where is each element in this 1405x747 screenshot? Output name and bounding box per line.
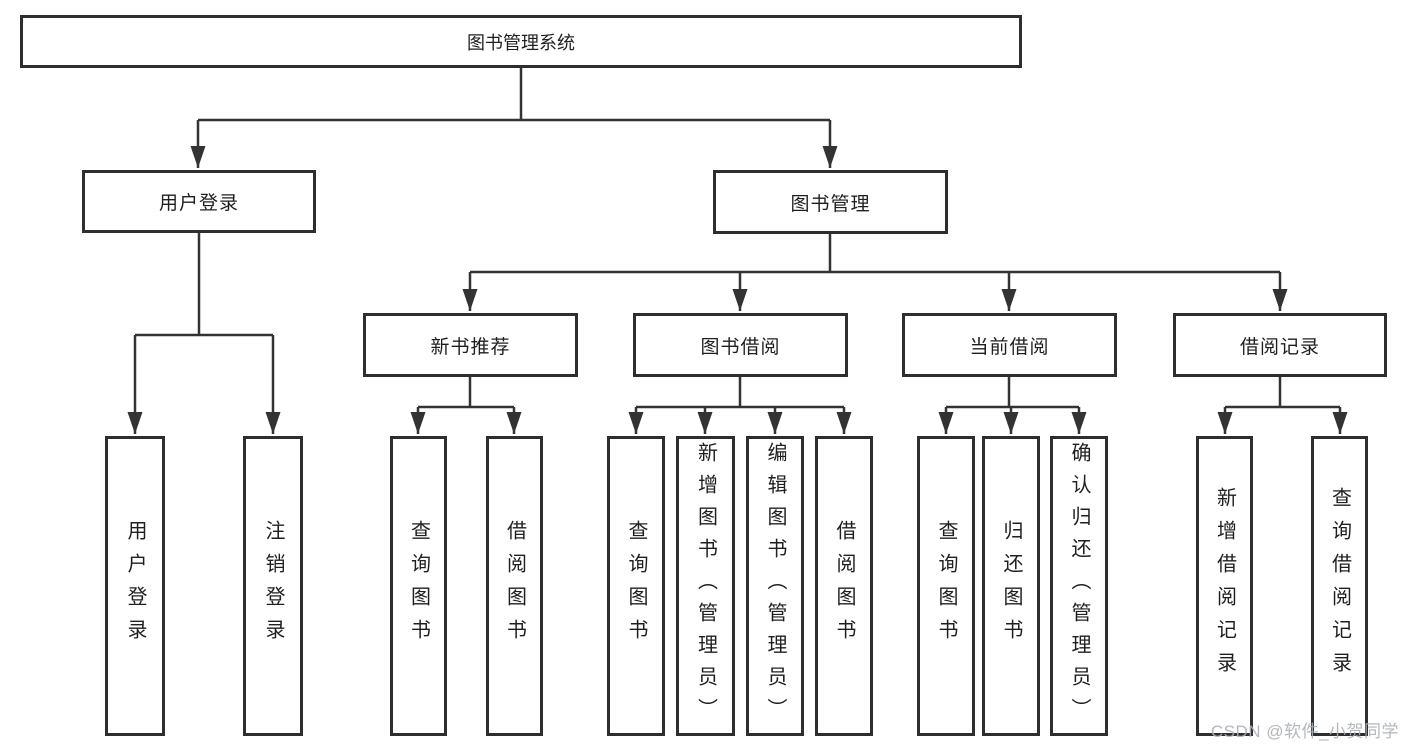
leaf-cb-return: 归还图书 [982, 436, 1040, 736]
connector-current [946, 377, 1079, 409]
connector-root [198, 68, 830, 122]
leaf-bb-query: 查询图书 [607, 436, 665, 736]
leaf-cb-return-label: 归还图书 [1000, 520, 1022, 652]
leaf-nb-query-label: 查询图书 [407, 520, 430, 652]
leaf-bb-borrow-label: 借阅图书 [833, 520, 855, 652]
leaf-bb-add-label: 新增图书（管理员） [694, 442, 717, 730]
node-module-borrow: 图书借阅 [633, 313, 848, 377]
node-root-system: 图书管理系统 [20, 15, 1022, 68]
leaf-bb-query-label: 查询图书 [625, 520, 647, 652]
leaf-cb-confirm: 确认归还（管理员） [1050, 436, 1108, 736]
node-module-newbooks: 新书推荐 [363, 313, 578, 377]
leaf-br-query-label: 查询借阅记录 [1328, 487, 1351, 685]
leaf-logout-label: 注销登录 [262, 520, 284, 652]
connector-newbooks [418, 377, 514, 409]
leaf-user-login: 用户登录 [105, 436, 165, 736]
node-module-newbooks-label: 新书推荐 [430, 336, 511, 358]
node-module-borrow-label: 图书借阅 [700, 336, 781, 358]
node-module-records: 借阅记录 [1173, 313, 1387, 377]
connector-borrow [636, 377, 844, 409]
node-user-login: 用户登录 [82, 170, 316, 233]
leaf-bb-edit-label: 编辑图书（管理员） [764, 442, 786, 730]
leaf-bb-edit: 编辑图书（管理员） [746, 436, 804, 736]
leaf-cb-query: 查询图书 [917, 436, 975, 736]
leaf-nb-borrow-label: 借阅图书 [503, 520, 526, 652]
leaf-br-add: 新增借阅记录 [1196, 436, 1253, 736]
connector-user-login [135, 233, 273, 337]
leaf-bb-add: 新增图书（管理员） [676, 436, 735, 736]
node-book-mgmt: 图书管理 [713, 170, 948, 234]
node-module-current: 当前借阅 [902, 313, 1117, 377]
node-module-current-label: 当前借阅 [969, 336, 1050, 358]
leaf-br-query: 查询借阅记录 [1311, 436, 1368, 736]
node-book-mgmt-label: 图书管理 [790, 193, 871, 215]
leaf-user-login-label: 用户登录 [124, 520, 146, 652]
connector-records [1225, 377, 1340, 409]
leaf-br-add-label: 新增借阅记录 [1213, 487, 1236, 685]
leaf-bb-borrow: 借阅图书 [815, 436, 873, 736]
node-module-records-label: 借阅记录 [1239, 336, 1320, 358]
leaf-cb-confirm-label: 确认归还（管理员） [1068, 442, 1090, 730]
node-root-label: 图书管理系统 [467, 32, 575, 53]
leaf-logout: 注销登录 [243, 436, 303, 736]
node-user-login-label: 用户登录 [158, 193, 239, 214]
csdn-watermark: CSDN @软件_小贺同学 [1210, 722, 1399, 741]
connector-book-mgmt [470, 234, 1280, 274]
leaf-cb-query-label: 查询图书 [935, 520, 957, 652]
leaf-nb-borrow: 借阅图书 [486, 436, 543, 736]
leaf-nb-query: 查询图书 [390, 436, 447, 736]
